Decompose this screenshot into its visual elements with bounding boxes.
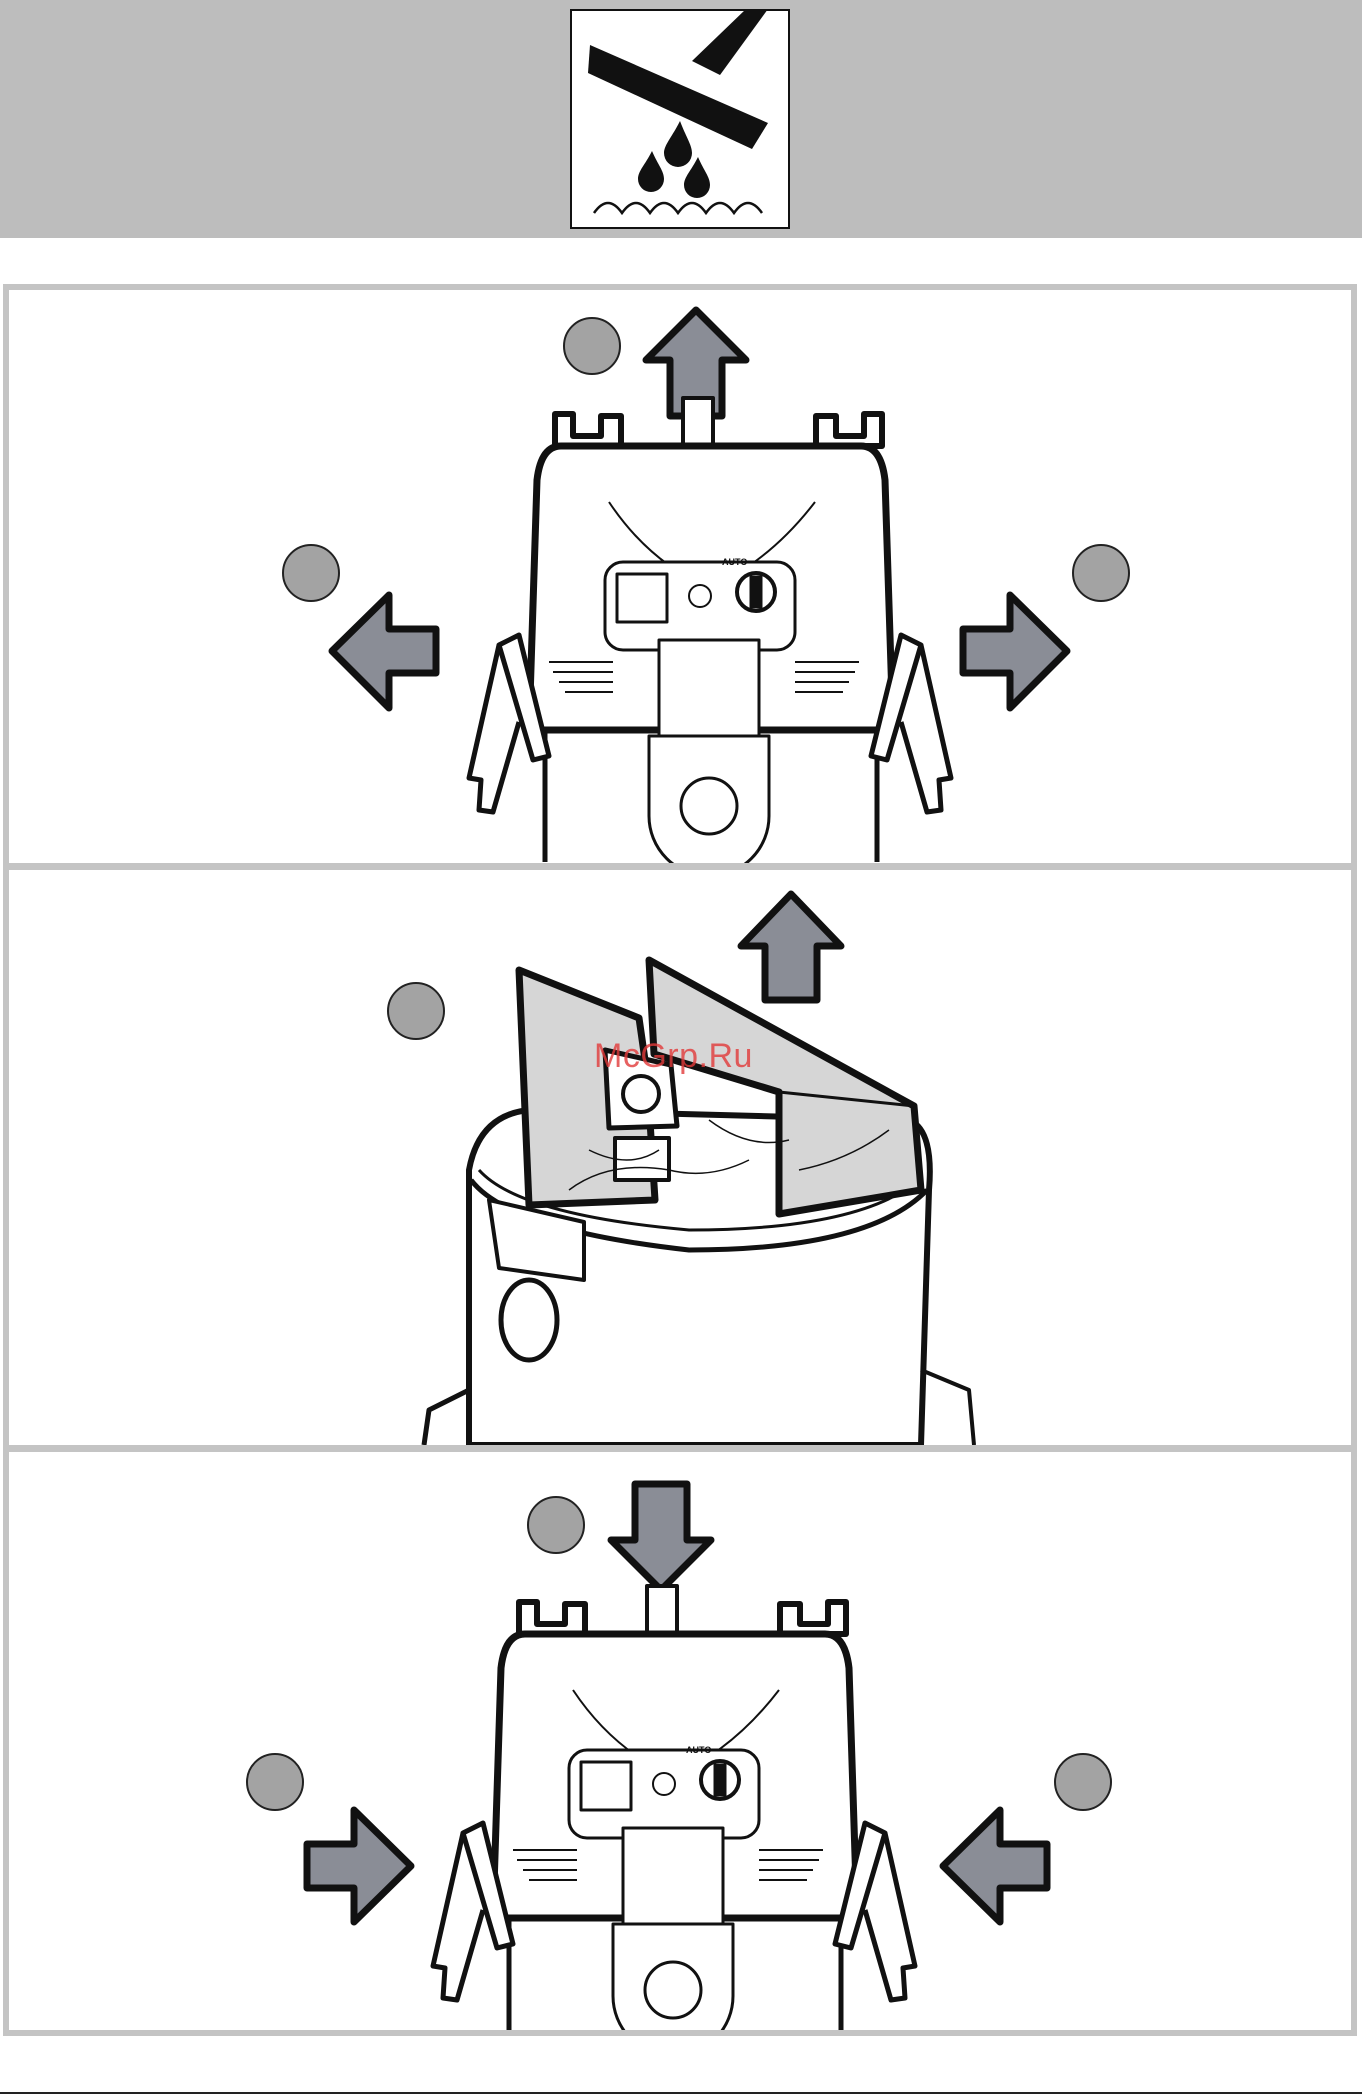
auto-label: AUTO [722, 557, 747, 567]
panel-remove-head: AUTO [3, 284, 1357, 869]
arrow-up [741, 894, 841, 1000]
callout-circle [1073, 545, 1129, 601]
panel-refit-head: AUTO [3, 1446, 1357, 2036]
arrow-left [943, 1810, 1047, 1922]
wet-vacuum-icon [572, 11, 788, 227]
vacuum-head: AUTO [433, 1586, 915, 2030]
auto-label: AUTO [686, 1745, 711, 1755]
wet-vacuum-symbol [570, 9, 790, 229]
arrow-right [307, 1810, 411, 1922]
callout-circle [564, 318, 620, 374]
callout-circle [388, 983, 444, 1039]
callout-circle [1055, 1754, 1111, 1810]
callout-circle [528, 1497, 584, 1553]
watermark-text: McGrp.Ru [594, 1037, 753, 1076]
panel-filter-bag: McGrp.Ru [3, 864, 1357, 1451]
footer-rule [0, 2092, 1362, 2094]
arrow-right [963, 595, 1067, 708]
callout-circle [247, 1754, 303, 1810]
callout-circle [283, 545, 339, 601]
vacuum-head: AUTO [469, 398, 951, 863]
arrow-left [332, 595, 436, 708]
header-band [0, 0, 1362, 238]
arrow-down [611, 1484, 711, 1590]
